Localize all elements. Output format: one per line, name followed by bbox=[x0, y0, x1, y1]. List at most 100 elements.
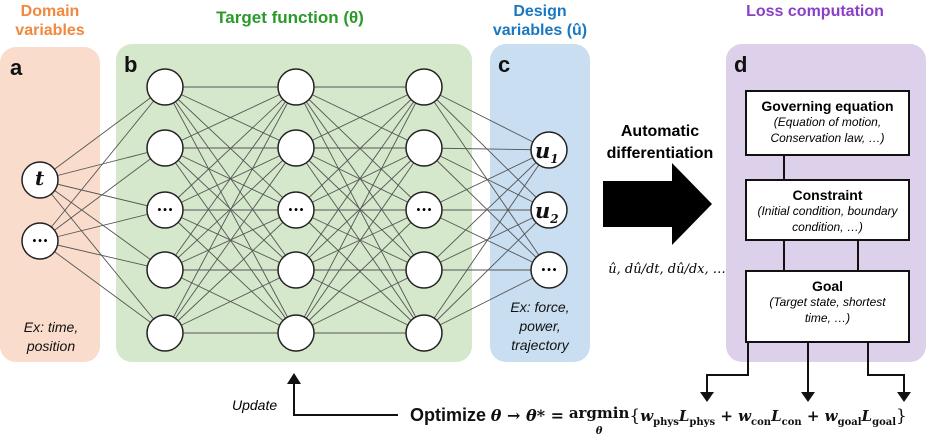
network-edge bbox=[164, 269, 297, 334]
network-edge bbox=[423, 147, 550, 151]
network-node bbox=[277, 129, 315, 167]
target-header: Target function (θ) bbox=[216, 8, 364, 27]
loss-box-subtitle: (Target state, shortest time, …) bbox=[769, 295, 886, 325]
network-edge bbox=[39, 209, 166, 242]
network-edge bbox=[164, 147, 297, 271]
network-node bbox=[277, 251, 315, 289]
network-edge bbox=[423, 86, 550, 211]
network-edge bbox=[164, 86, 297, 334]
network-edge bbox=[423, 149, 550, 271]
ellipsis-label: ··· bbox=[288, 200, 305, 219]
loss-header: Loss computation bbox=[746, 3, 884, 20]
network-node bbox=[21, 222, 59, 260]
network-edge bbox=[295, 86, 425, 334]
network-nodes: ··· ··· ··· ··· ··· bbox=[21, 68, 568, 352]
arrowhead-icon bbox=[897, 392, 911, 402]
network-edge bbox=[295, 86, 425, 211]
loss-box-constraint: Constraint (Initial condition, boundary … bbox=[745, 179, 910, 241]
network-edge bbox=[423, 209, 550, 271]
optimize-formula: Optimize θ → θ* = argmin θ {wphysLphys +… bbox=[410, 404, 907, 437]
network-edge bbox=[295, 209, 425, 334]
network-node bbox=[146, 191, 184, 229]
network-edge bbox=[39, 240, 166, 334]
ellipsis-label: ··· bbox=[541, 260, 558, 279]
network-edge bbox=[423, 149, 550, 334]
domain-panel bbox=[0, 47, 100, 362]
network-node bbox=[146, 129, 184, 167]
ellipsis-label: ··· bbox=[157, 200, 174, 219]
network-edge bbox=[423, 269, 550, 334]
network-edge bbox=[39, 179, 166, 271]
network-node bbox=[530, 191, 568, 229]
network-edge bbox=[39, 179, 166, 334]
loss-box-title: Governing equation bbox=[761, 98, 894, 114]
ellipsis-label: ··· bbox=[32, 231, 49, 250]
arrowhead-icon bbox=[700, 392, 714, 402]
loss-box-title: Constraint bbox=[792, 187, 863, 203]
network-edge bbox=[295, 147, 425, 334]
update-arrow bbox=[293, 382, 398, 416]
network-edge bbox=[423, 209, 550, 334]
network-edge bbox=[295, 269, 425, 334]
theta-mapping: θ → θ* = bbox=[490, 406, 565, 425]
arrowhead-icon bbox=[287, 373, 301, 384]
network-node bbox=[277, 314, 315, 352]
network-edge bbox=[295, 147, 425, 271]
design-header: Design variables (û) bbox=[492, 3, 588, 39]
network-edge bbox=[164, 86, 297, 271]
loss-box-subtitle: (Equation of motion, Conservation law, …… bbox=[770, 115, 885, 145]
network-node bbox=[530, 251, 568, 289]
network-edge bbox=[39, 86, 166, 242]
loss-box-goal: Goal (Target state, shortest time, …) bbox=[745, 270, 910, 343]
autodiff-label: Automatic differentiation bbox=[606, 123, 714, 162]
network-node bbox=[277, 191, 315, 229]
loss-arrow-goal bbox=[867, 343, 905, 395]
update-label: Update bbox=[232, 397, 278, 413]
network-edge bbox=[295, 86, 425, 149]
autodiff-derivatives: û, dû/dt, dû/dx, … bbox=[608, 262, 726, 277]
network-edge bbox=[164, 209, 297, 334]
network-node bbox=[146, 251, 184, 289]
network-node bbox=[530, 131, 568, 169]
network-node bbox=[405, 68, 443, 106]
network-edge bbox=[295, 86, 425, 271]
network-edge bbox=[39, 240, 166, 271]
panel-letter-b: b bbox=[124, 52, 138, 77]
design-example: Ex: force, power, trajectory bbox=[510, 299, 570, 353]
network-node bbox=[277, 68, 315, 106]
network-edge bbox=[423, 147, 550, 211]
domain-example: Ex: time, position bbox=[23, 319, 79, 354]
argmin-subscript: θ bbox=[595, 426, 603, 437]
node-u1-label: u1 bbox=[535, 138, 559, 167]
optimize-word: Optimize bbox=[410, 405, 487, 425]
network-node bbox=[405, 314, 443, 352]
loss-box-subtitle: (Initial condition, boundary condition, … bbox=[757, 204, 898, 234]
domain-header: Domain variables bbox=[15, 3, 85, 39]
network-edge bbox=[39, 86, 166, 181]
ellipsis-label: ··· bbox=[416, 200, 433, 219]
panel-letter-c: c bbox=[498, 52, 511, 77]
network-edge bbox=[423, 86, 550, 151]
panel-letter-a: a bbox=[10, 55, 23, 80]
network-node bbox=[405, 191, 443, 229]
node-t-label: t bbox=[35, 166, 45, 190]
network-edges bbox=[39, 86, 550, 334]
network-node bbox=[405, 129, 443, 167]
network-edge bbox=[423, 147, 550, 271]
loss-box-title: Goal bbox=[811, 278, 844, 294]
network-edge bbox=[423, 149, 550, 211]
panel-letter-d: d bbox=[734, 52, 748, 77]
network-edge bbox=[164, 86, 297, 149]
network-node bbox=[21, 161, 59, 199]
arrowhead-icon bbox=[801, 392, 815, 402]
argmin: argmin bbox=[568, 404, 630, 422]
network-node bbox=[146, 68, 184, 106]
node-u2-label: u2 bbox=[535, 198, 559, 227]
network-edge bbox=[164, 86, 297, 211]
network-edge bbox=[39, 147, 166, 242]
loss-box-governing-equation: Governing equation (Equation of motion, … bbox=[745, 90, 910, 156]
network-node bbox=[405, 251, 443, 289]
network-edge bbox=[164, 147, 297, 334]
autodiff-arrow bbox=[603, 163, 712, 245]
